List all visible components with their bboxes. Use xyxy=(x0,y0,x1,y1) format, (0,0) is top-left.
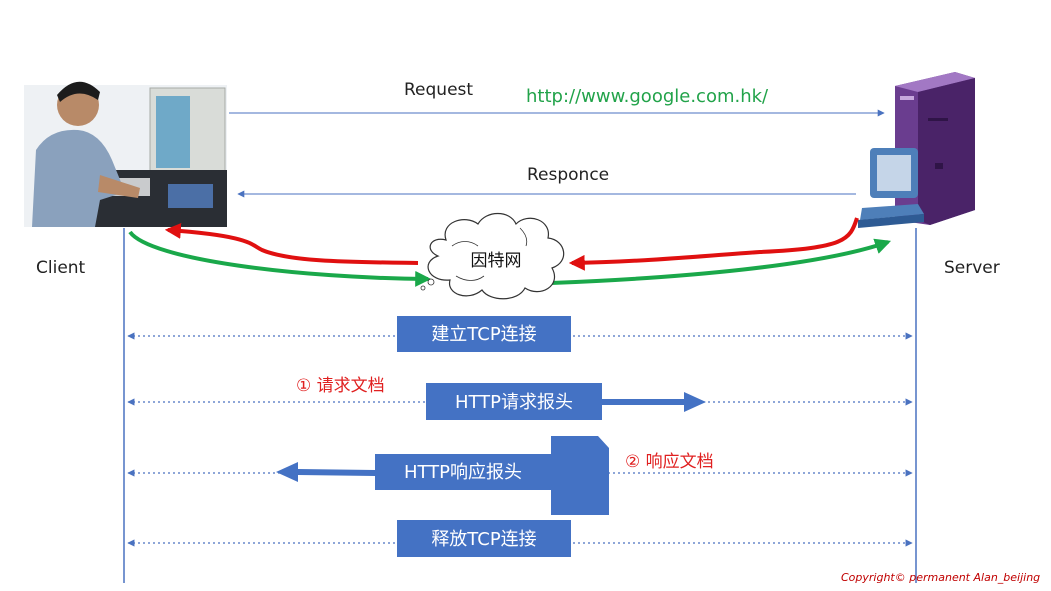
establish-tcp-box xyxy=(397,316,571,352)
http-request-header-box xyxy=(426,383,602,420)
internet-label: 因特网 xyxy=(471,251,522,271)
server-computer-image xyxy=(858,72,975,228)
release-tcp-label: 释放TCP连接 xyxy=(431,529,536,550)
server-label: Server xyxy=(944,258,1000,278)
http-response-header-label: HTTP响应报头 xyxy=(404,462,522,483)
establish-tcp-label: 建立TCP连接 xyxy=(431,324,536,345)
http-request-header-label: HTTP请求报头 xyxy=(455,392,573,413)
response-label: Responce xyxy=(527,165,610,185)
copyright-watermark: Copyright© permanent Alan_beijing xyxy=(841,571,1041,584)
internet-cloud-icon xyxy=(420,212,565,300)
response-direction-arrow xyxy=(276,462,375,482)
url-label: http://www.google.com.hk/ xyxy=(526,86,769,107)
red-return-arrow-right xyxy=(568,217,859,271)
request-document-step: ① 请求文档 xyxy=(296,376,385,396)
green-send-arrow-right xyxy=(550,238,892,285)
client-label: Client xyxy=(36,258,86,278)
request-label: Request xyxy=(404,80,474,100)
request-direction-arrow xyxy=(602,392,706,412)
response-document-icon xyxy=(551,436,609,515)
green-send-arrow-left xyxy=(128,230,432,287)
red-return-arrow-left xyxy=(164,222,419,265)
client-computer-image xyxy=(24,81,227,227)
response-document-step: ② 响应文档 xyxy=(625,452,714,472)
http-response-header-box xyxy=(375,454,551,490)
release-tcp-box xyxy=(397,520,571,557)
